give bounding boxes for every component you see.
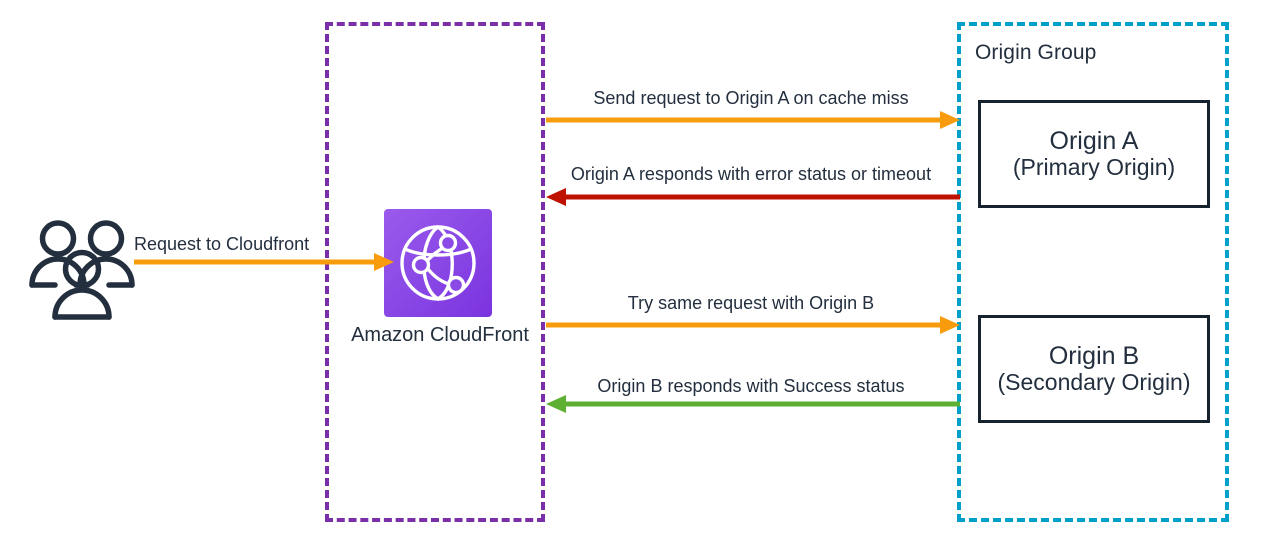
flow-arrow-try-origin-b bbox=[546, 313, 960, 337]
flow-arrow-origin-a-error bbox=[546, 185, 960, 209]
origin-group-title: Origin Group bbox=[975, 41, 1097, 64]
flow-label-request-to-cloudfront: Request to Cloudfront bbox=[134, 234, 310, 254]
origin-b-title: Origin B bbox=[1048, 342, 1140, 371]
flow-arrow-send-request-origin-a bbox=[546, 108, 960, 132]
cloudfront-globe-icon bbox=[384, 209, 492, 317]
users-icon bbox=[26, 216, 138, 323]
origin-a-role: (Primary Origin) bbox=[1012, 154, 1176, 181]
flow-label-origin-a-error: Origin A responds with error status or t… bbox=[570, 164, 932, 184]
flow-label-origin-b-success: Origin B responds with Success status bbox=[597, 376, 905, 396]
flow-arrow-request-to-cloudfront bbox=[134, 250, 394, 274]
origin-a-box: Origin A (Primary Origin) bbox=[978, 100, 1210, 208]
origin-a-title: Origin A bbox=[1049, 127, 1139, 156]
flow-label-try-origin-b: Try same request with Origin B bbox=[627, 293, 875, 313]
flow-arrow-origin-b-success bbox=[546, 392, 960, 416]
origin-group-boundary bbox=[957, 22, 1229, 522]
origin-b-box: Origin B (Secondary Origin) bbox=[978, 315, 1210, 423]
cloudfront-boundary bbox=[325, 22, 545, 522]
cloudfront-label: Amazon CloudFront bbox=[351, 324, 529, 346]
flow-label-send-request-origin-a: Send request to Origin A on cache miss bbox=[593, 88, 909, 108]
origin-b-role: (Secondary Origin) bbox=[997, 369, 1191, 396]
